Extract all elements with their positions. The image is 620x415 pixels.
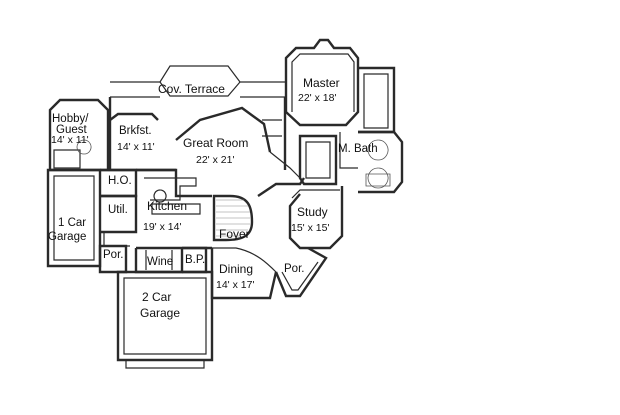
master-bath-label: M. Bath (338, 143, 378, 155)
master-label: Master (303, 76, 340, 90)
kitchen-size: 19' x 14' (143, 221, 181, 233)
two-car-garage-label-line1: 2 Car (142, 290, 171, 304)
master-size: 22' x 18' (298, 92, 336, 104)
great-room-label: Great Room (183, 136, 248, 150)
dining-label: Dining (219, 262, 253, 276)
one-car-garage-label-line1: 1 Car (58, 217, 86, 229)
hobby-label-line2: Guest (56, 124, 87, 136)
hobby-size: 14' x 11' (51, 134, 89, 146)
foyer-label: Foyer (219, 227, 250, 241)
terrace-label: Cov. Terrace (158, 82, 225, 96)
home-office-label: H.O. (108, 175, 132, 187)
wine-label: Wine (147, 256, 173, 268)
study-label: Study (297, 205, 328, 219)
porch-left-label: Por. (103, 249, 123, 261)
butler-pantry-label: B.P. (185, 254, 205, 266)
utility-label: Util. (108, 204, 128, 216)
dining-size: 14' x 17' (216, 279, 254, 291)
kitchen-label: Kitchen (147, 199, 187, 213)
study-size: 15' x 15' (291, 222, 329, 234)
porch-right-label: Por. (284, 263, 304, 275)
breakfast-label: Brkfst. (119, 125, 152, 137)
one-car-garage-label-line2: Garage (48, 231, 86, 243)
two-car-garage-label-line2: Garage (140, 306, 180, 320)
great-room-size: 22' x 21' (196, 154, 234, 166)
room-labels: Cov. Terrace Master 22' x 18' Hobby/ Gue… (48, 76, 378, 320)
breakfast-size: 14' x 11' (117, 141, 155, 153)
hobby-label-line1: Hobby/ (52, 113, 89, 125)
exterior-walls (46, 38, 404, 369)
